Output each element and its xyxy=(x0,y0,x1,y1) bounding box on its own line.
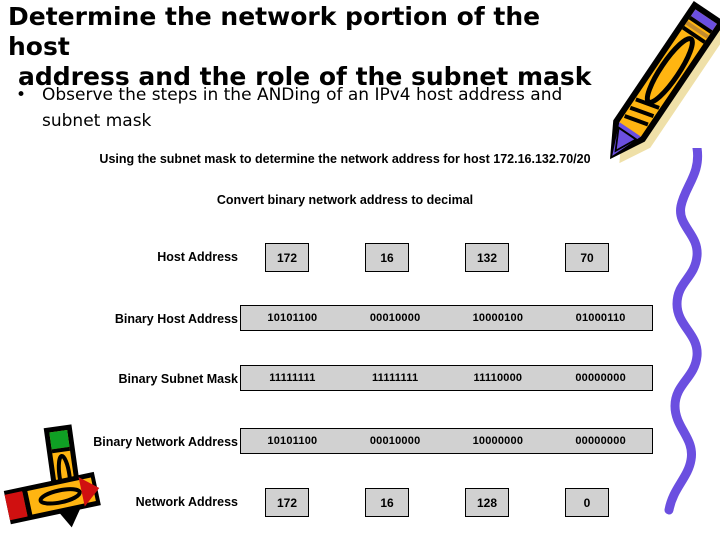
row-cells-network-address: 172 16 128 0 xyxy=(240,488,653,518)
binary-octet: 01000110 xyxy=(575,312,626,324)
binary-octet: 00000000 xyxy=(575,435,626,447)
bullet-item: • Observe the steps in the ANDing of an … xyxy=(16,82,596,134)
binary-octet: 10000100 xyxy=(472,312,524,324)
binary-octet: 00010000 xyxy=(369,435,421,447)
binary-octet: 11111111 xyxy=(269,372,316,384)
row-cells-host-address: 172 16 132 70 xyxy=(240,243,653,273)
slide-title-line-2: address and the role of the subnet mask xyxy=(18,62,592,91)
octet-cell: 172 xyxy=(265,488,309,517)
octet-cell: 172 xyxy=(265,243,309,272)
row-label-binary-network-address: Binary Network Address xyxy=(93,435,238,449)
row-label-network-address: Network Address xyxy=(135,495,238,509)
row-bar-binary-subnet-mask: 11111111 11111111 11110000 00000000 xyxy=(240,365,653,391)
binary-octet: 10000000 xyxy=(472,435,524,447)
binary-octet: 00010000 xyxy=(369,312,421,324)
bullet-marker-icon: • xyxy=(16,85,27,105)
binary-octet: 11111111 xyxy=(371,372,419,384)
anding-diagram: Using the subnet mask to determine the n… xyxy=(0,150,690,540)
table-row: Binary Network Address 10101100 00010000… xyxy=(0,428,690,462)
table-row: Binary Subnet Mask 11111111 11111111 111… xyxy=(0,365,690,399)
binary-octet: 00000000 xyxy=(575,372,626,384)
octet-cell: 128 xyxy=(465,488,509,517)
table-row: Network Address 172 16 128 0 xyxy=(0,488,690,522)
table-row: Binary Host Address 10101100 00010000 10… xyxy=(0,305,690,339)
octet-cell: 16 xyxy=(365,243,409,272)
diagram-heading-primary: Using the subnet mask to determine the n… xyxy=(99,152,591,166)
row-label-host-address: Host Address xyxy=(157,250,238,264)
diagram-heading-secondary: Convert binary network address to decima… xyxy=(216,193,474,207)
octet-cell: 0 xyxy=(565,488,609,517)
bullet-text: Observe the steps in the ANDing of an IP… xyxy=(42,85,563,131)
binary-octet: 11110000 xyxy=(473,372,523,384)
row-bar-binary-network-address: 10101100 00010000 10000000 00000000 xyxy=(240,428,653,454)
slide-title: Determine the network portion of the hos… xyxy=(8,2,608,92)
row-bar-binary-host-address: 10101100 00010000 10000100 01000110 xyxy=(240,305,653,331)
table-row: Host Address 172 16 132 70 xyxy=(0,243,690,277)
octet-cell: 16 xyxy=(365,488,409,517)
octet-cell: 132 xyxy=(465,243,509,272)
binary-octet: 10101100 xyxy=(267,435,318,447)
row-label-binary-subnet-mask: Binary Subnet Mask xyxy=(118,372,238,386)
binary-octet: 10101100 xyxy=(267,312,318,324)
slide-title-line-1: Determine the network portion of the hos… xyxy=(8,2,541,61)
row-label-binary-host-address: Binary Host Address xyxy=(114,312,238,326)
octet-cell: 70 xyxy=(565,243,609,272)
